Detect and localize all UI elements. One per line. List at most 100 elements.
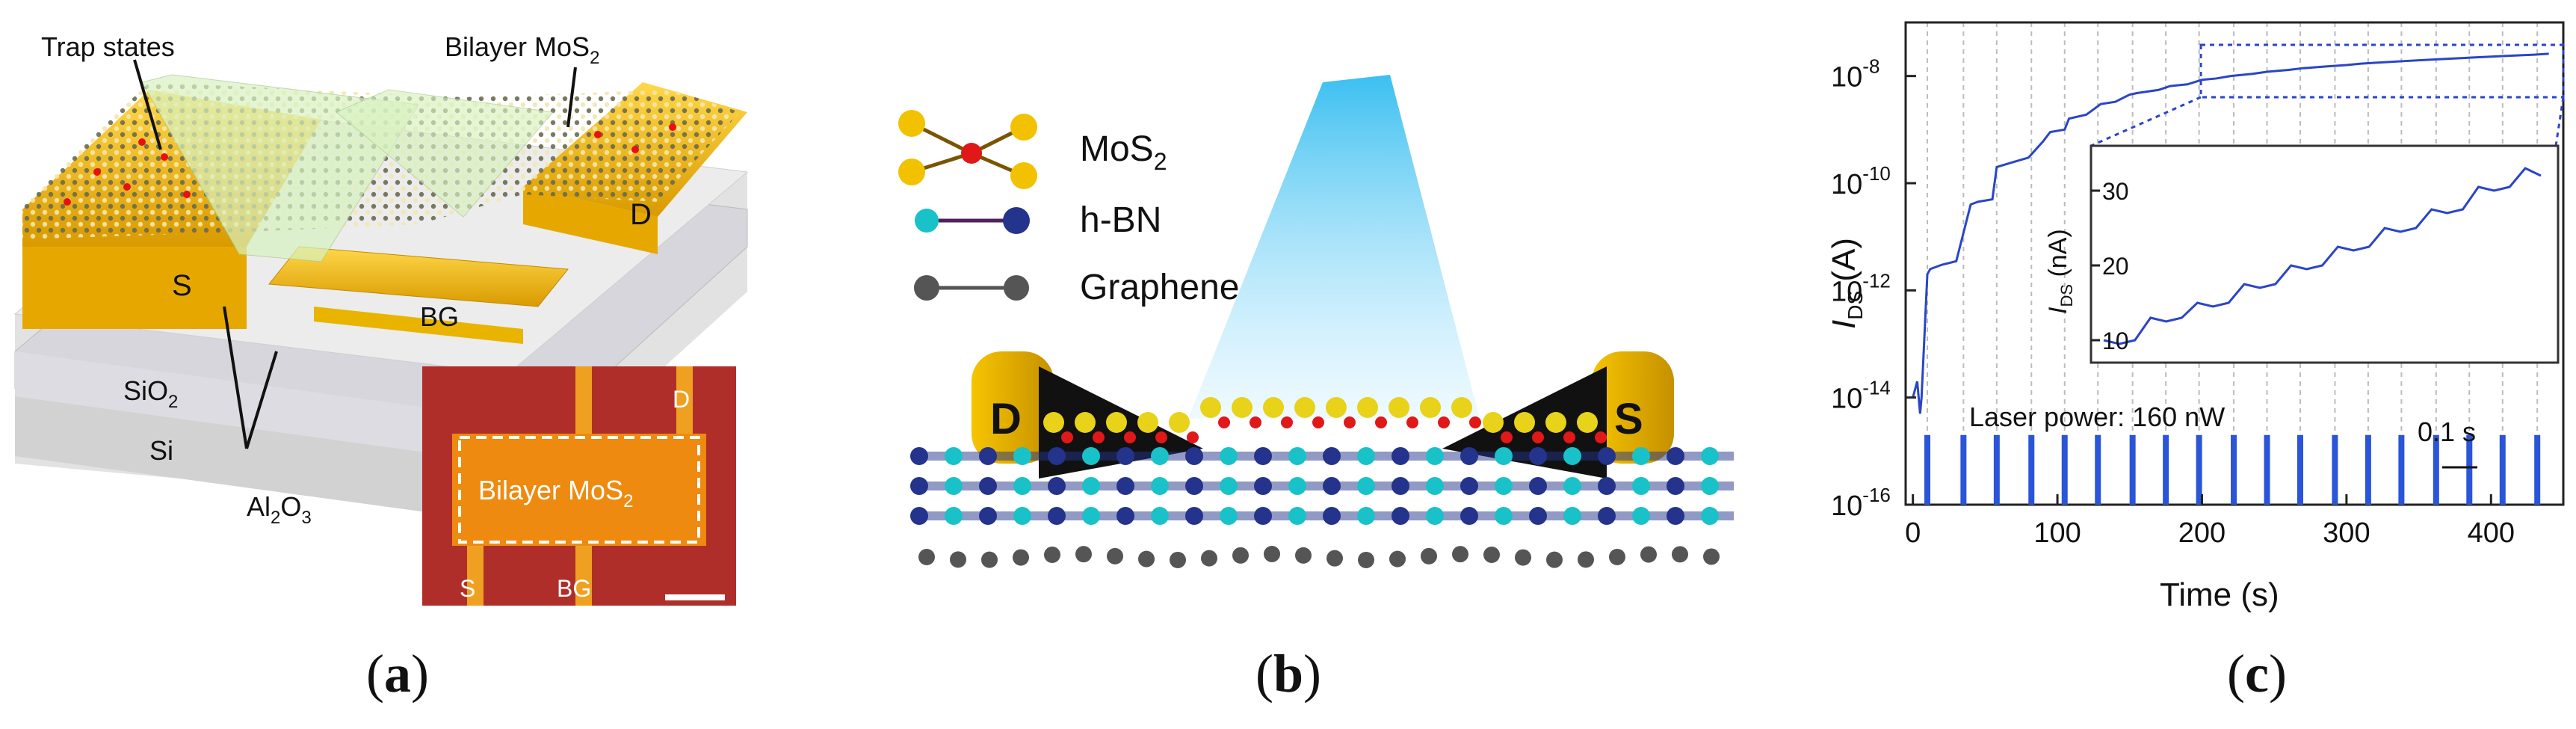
zoom-connector-left	[2090, 96, 2202, 147]
mo-atom	[1155, 431, 1167, 443]
inset-y-tick-label: 30	[2102, 178, 2129, 205]
graphene-atom	[1546, 551, 1563, 568]
hbn-atom	[1667, 507, 1684, 525]
legend: MoS2 h-BN Graphene	[898, 110, 1240, 307]
hbn-atom	[1632, 477, 1650, 495]
legend-hbn-label: h-BN	[1080, 200, 1161, 240]
hbn-atom	[1082, 447, 1100, 465]
source-label: S	[1614, 395, 1643, 443]
hbn-atom	[910, 507, 928, 525]
drain-contact	[972, 351, 1054, 464]
mos2-atom	[1075, 412, 1096, 433]
laser-pulse-bar	[2061, 434, 2068, 505]
laser-pulse-bar	[2264, 434, 2270, 505]
hbn-atom	[1667, 477, 1684, 495]
hbn-atom	[1151, 447, 1169, 465]
pulse-width-annotation: 0.1 s	[2418, 416, 2476, 447]
hbn-atom	[1323, 447, 1341, 465]
laser-pulse-bar	[2163, 434, 2169, 505]
hbn-atom	[1288, 507, 1306, 525]
inset-s-label: S	[460, 575, 475, 602]
drain-label: D	[630, 198, 652, 231]
graphene-atom	[1640, 546, 1657, 563]
hbn-atom	[1460, 477, 1478, 495]
hbn-atom	[1426, 447, 1444, 465]
hbn-atom	[1632, 447, 1650, 465]
zoom-box	[2199, 43, 2565, 99]
hbn-molecule-icon	[915, 207, 1030, 234]
x-tick-label: 300	[2323, 517, 2370, 549]
y-tick-label: 10-8	[1831, 55, 1880, 93]
graphene-atom	[1107, 547, 1123, 565]
hbn-atom	[1357, 447, 1375, 465]
hbn-atom	[1185, 447, 1203, 465]
hbn-atom	[1048, 507, 1066, 525]
mos2-molecule-icon	[898, 110, 1037, 189]
hbn-atom	[979, 477, 997, 495]
hbn-atom	[1013, 477, 1031, 495]
mos2-atom	[1200, 397, 1221, 418]
inset-bilayer-label: Bilayer MoS2	[478, 475, 633, 511]
y-tick-label: 10-12	[1831, 269, 1891, 307]
bg-electrode	[268, 246, 569, 307]
laser-pulse-bar	[2332, 434, 2338, 505]
mos2-atom	[1294, 397, 1315, 418]
x-axis-label: Time (s)	[2160, 576, 2279, 613]
hbn-atom	[1563, 447, 1581, 465]
mo-atom	[1563, 431, 1575, 443]
hbn-atom	[1701, 477, 1719, 495]
mo-atom	[1532, 431, 1544, 443]
device-micrograph-inset: Bilayer MoS2 D S BG	[422, 366, 736, 606]
mos2-atom	[1106, 412, 1127, 433]
laser-pulse-bar	[2231, 434, 2237, 505]
graphene-atom	[1421, 547, 1437, 565]
hbn-atom	[1116, 507, 1134, 525]
graphene-atom	[1578, 551, 1594, 568]
hbn-atom	[1598, 477, 1616, 495]
hbn-atom	[979, 507, 997, 525]
mos2-atom	[1357, 397, 1378, 418]
bilayer-label: Bilayer MoS2	[445, 31, 599, 68]
hbn-atom	[1495, 447, 1513, 465]
trap-states-label: Trap states	[41, 31, 175, 62]
graphene-atom	[1609, 548, 1625, 565]
hbn-atom	[1701, 507, 1719, 525]
hbn-atom	[1598, 507, 1616, 525]
trap-states-leader	[133, 59, 162, 150]
mo-atom	[1281, 416, 1293, 428]
laser-pulse-bar	[2365, 434, 2371, 505]
y-tick-label: 10-14	[1831, 377, 1891, 415]
x-tick-label: 400	[2468, 517, 2515, 549]
hbn-atom	[1151, 507, 1169, 525]
inset-y-tick-label: 20	[2102, 253, 2129, 280]
hbn-atom	[1013, 447, 1031, 465]
laser-power-annotation: Laser power: 160 nW	[1969, 402, 2225, 432]
mos2-atom	[1545, 412, 1566, 433]
mo-atom	[1061, 431, 1073, 443]
graphene-atom	[1013, 549, 1029, 566]
drain-label: D	[990, 395, 1022, 443]
mo-atom	[1375, 416, 1387, 428]
caption-c: (c)	[2227, 644, 2287, 704]
mo-atom	[1438, 416, 1450, 428]
al2o3-label: Al2O3	[247, 491, 312, 528]
source-contact	[1592, 351, 1674, 464]
hbn-atom	[1220, 447, 1238, 465]
graphene-atom	[950, 551, 966, 568]
y-axis-label: IDS (A)	[1826, 238, 1867, 329]
laser-pulse-bar	[2499, 434, 2506, 505]
sio2-label: SiO2	[123, 375, 178, 412]
y-tick-label: 10-10	[1831, 162, 1891, 200]
graphene-atom	[1672, 546, 1688, 563]
y-tick-label: 10-16	[1831, 484, 1891, 522]
graphene-atom	[981, 551, 998, 568]
hbn-atom	[1495, 477, 1513, 495]
hbn-atom	[1529, 507, 1547, 525]
laser-pulse-bar	[1924, 434, 1931, 505]
mos2-atom	[1137, 412, 1158, 433]
bilayer-leader	[566, 67, 577, 128]
laser-pulse-bar	[2196, 434, 2202, 505]
hbn-atom	[1632, 507, 1650, 525]
graphene-atom	[1326, 550, 1343, 567]
